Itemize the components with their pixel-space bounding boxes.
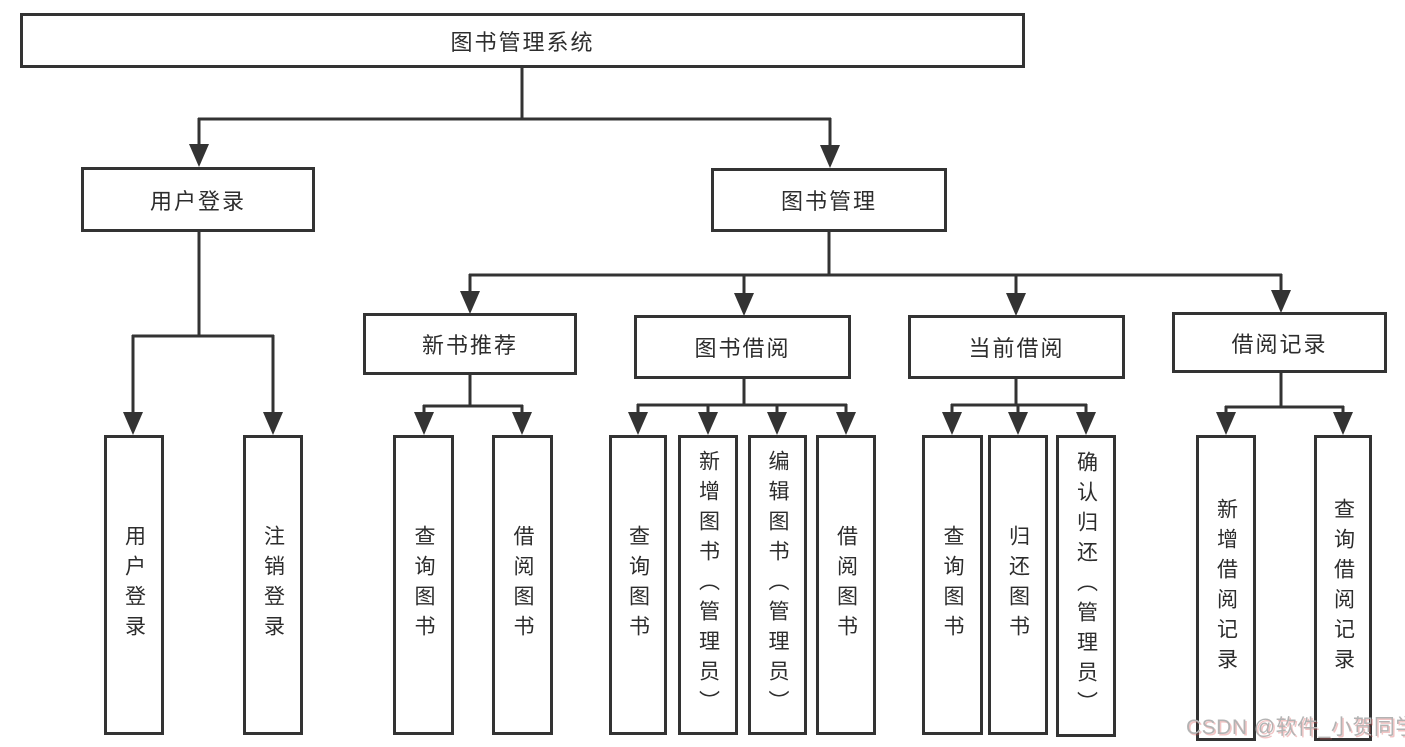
leaf-borrow-book-label: 借阅图书 <box>834 525 858 645</box>
node-new-book-recommend: 新书推荐 <box>363 313 577 375</box>
node-book-management: 图书管理 <box>711 168 947 232</box>
leaf-query-book-recommend-label: 查询图书 <box>412 525 435 645</box>
leaf-logout-label: 注销登录 <box>261 525 285 645</box>
leaf-borrow-book: 借阅图书 <box>816 435 876 735</box>
node-current-borrow: 当前借阅 <box>908 315 1125 379</box>
leaf-return-book: 归还图书 <box>988 435 1048 735</box>
node-book-borrow-label: 图书借阅 <box>694 336 791 361</box>
leaf-confirm-return-admin: 确认归还（管理员） <box>1056 435 1116 737</box>
leaf-user-login: 用户登录 <box>104 435 164 735</box>
leaf-logout: 注销登录 <box>243 435 303 735</box>
leaf-edit-book-admin: 编辑图书（管理员） <box>748 435 807 735</box>
leaf-query-borrow-record: 查询借阅记录 <box>1314 435 1372 741</box>
leaf-add-book-admin-label: 新增图书（管理员） <box>696 450 720 720</box>
leaf-add-borrow-record-label: 新增借阅记录 <box>1214 498 1238 678</box>
node-book-management-label: 图书管理 <box>780 189 877 214</box>
leaf-return-book-label: 归还图书 <box>1006 525 1030 645</box>
leaf-query-borrow-record-label: 查询借阅记录 <box>1331 498 1355 678</box>
node-root: 图书管理系统 <box>20 13 1025 68</box>
node-user-login-label: 用户登录 <box>149 188 246 214</box>
leaf-query-book-current-label: 查询图书 <box>941 525 964 645</box>
leaf-query-book-current: 查询图书 <box>922 435 983 735</box>
leaf-add-borrow-record: 新增借阅记录 <box>1196 435 1256 741</box>
node-borrow-record: 借阅记录 <box>1172 312 1387 373</box>
leaf-edit-book-admin-label: 编辑图书（管理员） <box>766 450 789 720</box>
csdn-watermark: CSDN @软件_小贺同学 <box>1186 716 1405 739</box>
leaf-add-book-admin: 新增图书（管理员） <box>678 435 738 735</box>
leaf-user-login-label: 用户登录 <box>122 525 146 645</box>
leaf-query-book-borrow: 查询图书 <box>609 435 667 735</box>
node-new-book-recommend-label: 新书推荐 <box>421 333 518 358</box>
leaf-query-book-borrow-label: 查询图书 <box>626 525 650 645</box>
node-borrow-record-label: 借阅记录 <box>1231 331 1328 357</box>
node-user-login: 用户登录 <box>81 167 315 232</box>
node-book-borrow: 图书借阅 <box>634 315 851 379</box>
node-root-label: 图书管理系统 <box>450 29 595 55</box>
leaf-confirm-return-admin-label: 确认归还（管理员） <box>1074 451 1098 721</box>
leaf-query-book-recommend: 查询图书 <box>393 435 454 735</box>
leaf-borrow-book-recommend-label: 借阅图书 <box>511 525 534 645</box>
node-current-borrow-label: 当前借阅 <box>968 336 1065 361</box>
leaf-borrow-book-recommend: 借阅图书 <box>492 435 553 735</box>
